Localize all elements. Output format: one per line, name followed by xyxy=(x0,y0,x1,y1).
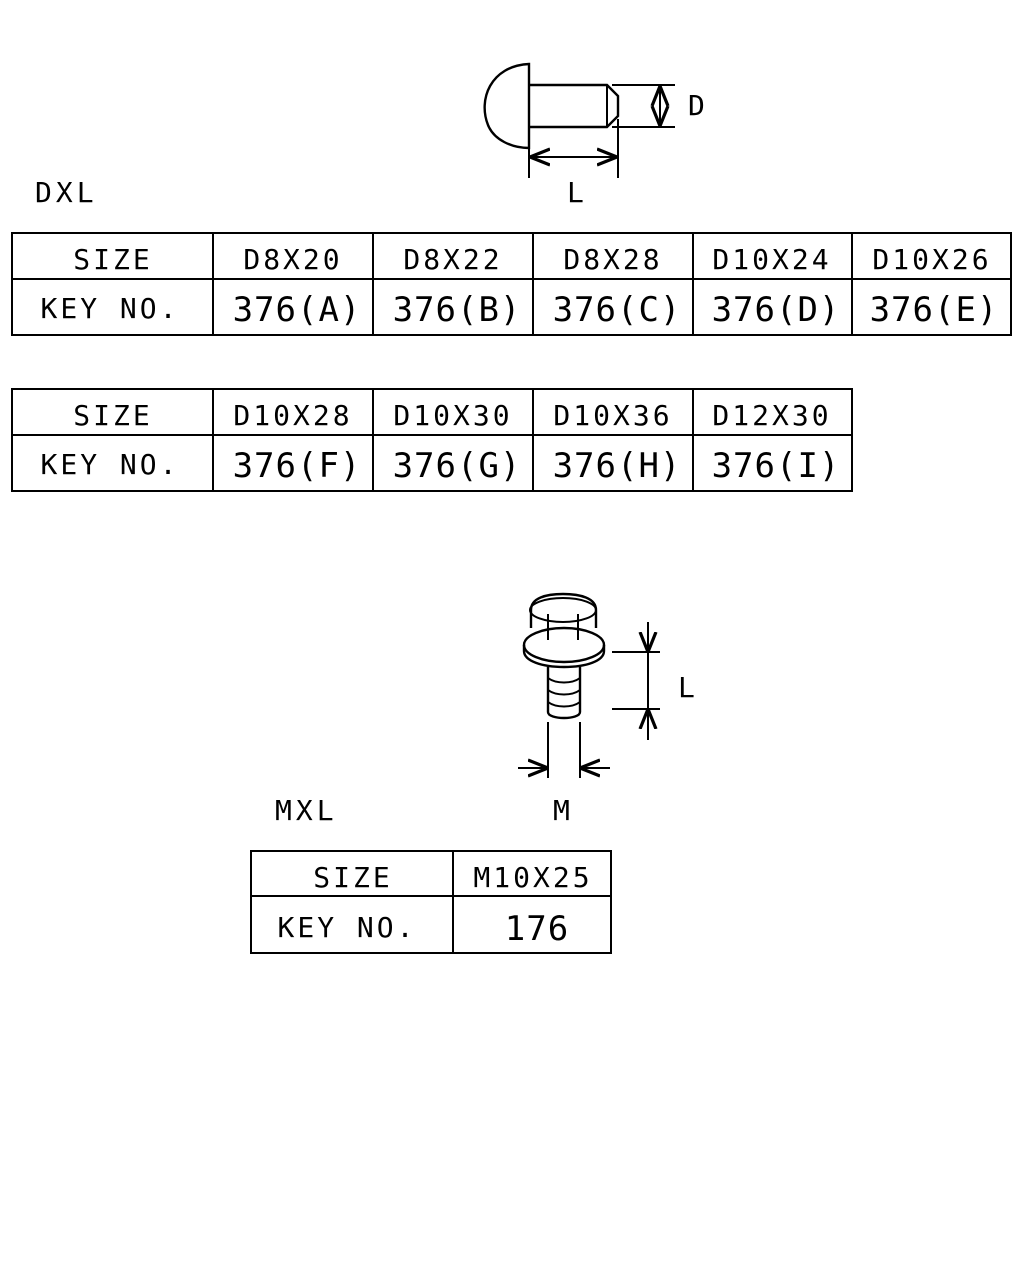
table-3-key-label: KEY NO. xyxy=(277,911,416,944)
table-3-key-cell: 176 xyxy=(505,909,569,949)
table-3-size-cell: M10X25 xyxy=(473,861,592,894)
bolt-dim-l-label: L xyxy=(678,671,699,704)
table-2-size-cell: D10X30 xyxy=(393,399,512,432)
table-1-key-cell: 376(B) xyxy=(393,290,522,330)
table-2-size-cell: D10X36 xyxy=(553,399,672,432)
rivet-dim-d-label: D xyxy=(688,89,709,122)
table-1-key-cell: 376(A) xyxy=(233,290,362,330)
table-1-size-cell: D10X24 xyxy=(712,243,831,276)
bolt-drawing xyxy=(518,592,660,778)
table-1-key-cell: 376(E) xyxy=(870,290,999,330)
table-2-key-cell: 376(G) xyxy=(393,446,522,486)
table-1-size-cell: D8X20 xyxy=(243,243,342,276)
table-2-grid xyxy=(11,388,853,492)
table-3-grid xyxy=(250,850,612,954)
table-2-size-label: SIZE xyxy=(73,399,152,432)
table-2-key-cell: 376(H) xyxy=(553,446,682,486)
table-2-size-cell: D10X28 xyxy=(233,399,352,432)
table-1-key-cell: 376(C) xyxy=(553,290,682,330)
table-1-key-label: KEY NO. xyxy=(40,292,179,325)
table-1-key-cell: 376(D) xyxy=(712,290,841,330)
table-2-size-cell: D12X30 xyxy=(712,399,831,432)
table-2-key-cell: 376(I) xyxy=(712,446,841,486)
table-3-size-label: SIZE xyxy=(313,861,392,894)
table-1-size-cell: D8X28 xyxy=(563,243,662,276)
rivet-caption: DXL xyxy=(35,176,98,209)
rivet-drawing xyxy=(483,62,675,178)
table-2-key-cell: 376(F) xyxy=(233,446,362,486)
table-1-grid xyxy=(11,232,1012,336)
table-2-key-label: KEY NO. xyxy=(40,448,179,481)
table-1-size-label: SIZE xyxy=(73,243,152,276)
table-1-size-cell: D8X22 xyxy=(403,243,502,276)
bolt-dim-m-label: M xyxy=(553,794,574,827)
rivet-dim-l-label: L xyxy=(567,176,588,209)
bolt-caption: MXL xyxy=(275,794,338,827)
table-1-size-cell: D10X26 xyxy=(872,243,991,276)
